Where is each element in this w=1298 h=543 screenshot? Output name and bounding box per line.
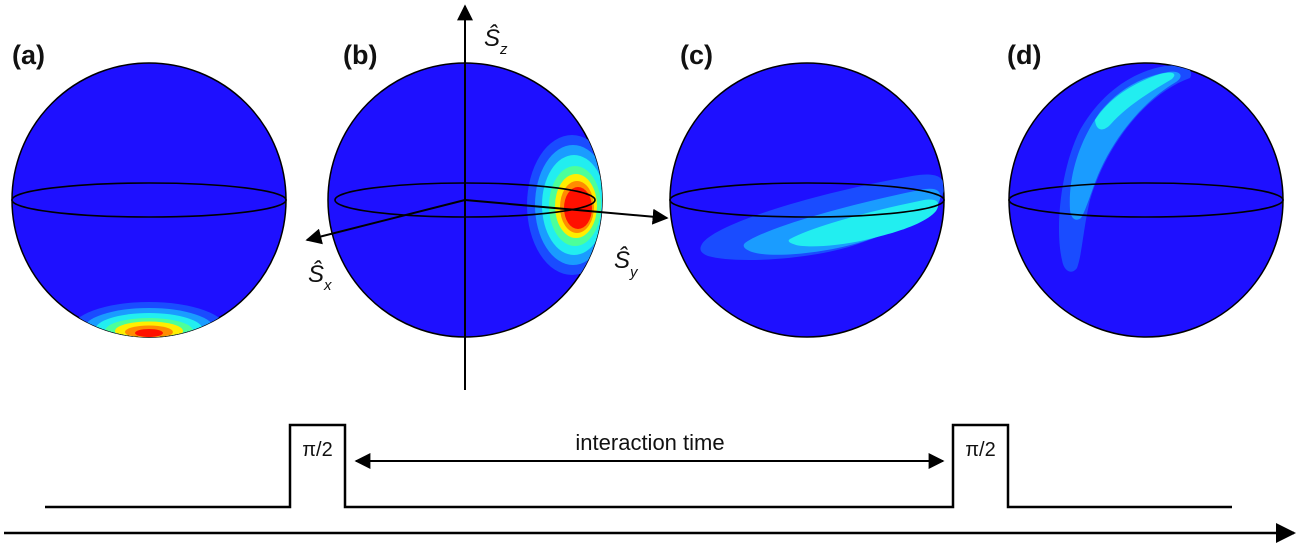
panel-label-d: (d) [1007,40,1041,70]
interaction-time-label: interaction time [575,430,724,455]
distribution-d [1059,65,1192,272]
distribution-b [527,135,602,275]
panel-a: (a) [11,40,287,338]
sz-axis-label: Ŝ z [484,24,508,58]
svg-text:Ŝ: Ŝ [614,246,630,274]
panel-b: (b) Ŝ z Ŝ x Ŝ y [305,4,669,390]
equator-d [1008,182,1284,218]
panel-c: (c) [669,40,945,338]
svg-text:Ŝ: Ŝ [484,24,500,52]
svg-text:y: y [629,264,639,281]
sy-axis [464,199,669,225]
pulse-2-label: π/2 [965,439,995,461]
svg-text:Ŝ: Ŝ [308,260,324,288]
panel-label-a: (a) [12,40,45,70]
equator-c [669,182,945,218]
pulse-1-label: π/2 [302,439,332,461]
panel-label-b: (b) [343,40,377,70]
svg-text:z: z [499,41,508,58]
pulse-sequence: π/2 π/2 interaction time [4,423,1296,543]
svg-text:x: x [323,277,332,294]
sx-axis [305,199,466,245]
equator-a [11,182,287,218]
sy-axis-label: Ŝ y [614,246,639,281]
distribution-a [71,302,227,337]
panel-d: (d) [1007,40,1284,338]
pulse-waveform [45,423,1232,509]
sx-axis-label: Ŝ x [308,260,332,294]
bloch-sphere-a [11,62,287,338]
panel-label-c: (c) [680,40,713,70]
